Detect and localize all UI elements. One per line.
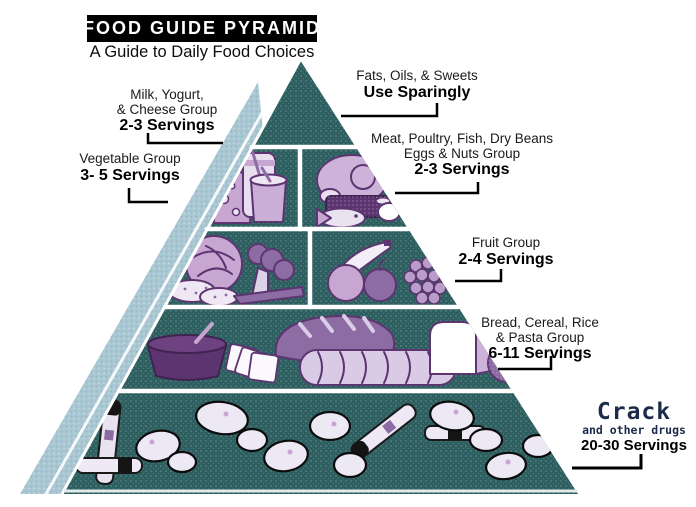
- bread-callout-line: [498, 356, 553, 371]
- carrot-icon: [233, 286, 305, 305]
- meat-group-servings: 2-3 Servings: [414, 161, 510, 178]
- crack-group-servings: 20-30 Servings: [581, 437, 687, 454]
- fruit-group-label: Fruit Group 2-4 Servings: [441, 235, 571, 269]
- crack-group-label: Crack and other drugs 20-30 Servings: [573, 400, 695, 455]
- broccoli-icon: [247, 243, 295, 299]
- fats-callout-line: [341, 103, 439, 118]
- bread-group-label: Bread, Cereal, Rice & Pasta Group 6-11 S…: [462, 315, 618, 363]
- front-left-edge-line: [60, 59, 302, 495]
- vegetable-group-label: Vegetable Group 3- 5 Servings: [55, 151, 205, 185]
- fish-icon: [316, 207, 366, 229]
- bread-group-servings: 6-11 Servings: [488, 345, 592, 362]
- pyramid-front-face: [62, 60, 578, 494]
- cereal-bowl-icon: [147, 322, 227, 381]
- poster-title-text: FOOD GUIDE PYRAMID: [83, 18, 322, 38]
- dairy-callout-line: [146, 133, 223, 145]
- dairy-group-servings: 2-3 Servings: [119, 117, 215, 134]
- fruit-group-name: Fruit Group: [471, 235, 541, 250]
- bread-group-name-line2: & Pasta Group: [495, 329, 585, 345]
- meat-group-label: Meat, Poultry, Fish, Dry Beans Eggs & Nu…: [344, 131, 580, 179]
- orange-icon: [327, 264, 365, 302]
- side-face-edge-line: [44, 75, 285, 495]
- meat-callout-line: [395, 182, 480, 195]
- fats-group-name: Fats, Oils, & Sweets: [356, 68, 478, 83]
- crackers-icon: [225, 343, 280, 384]
- crack-group-subname: and other drugs: [582, 423, 686, 437]
- section-divider-lines: [116, 144, 515, 394]
- meat-group-name-line1: Meat, Poultry, Fish, Dry Beans: [370, 131, 554, 146]
- fruit-group-servings: 2-4 Servings: [458, 250, 554, 268]
- dairy-group-label: Milk, Yogurt, & Cheese Group 2-3 Serving…: [92, 87, 242, 135]
- fats-group-label: Fats, Oils, & Sweets Use Sparingly: [332, 68, 502, 102]
- dairy-group-name-line1: Milk, Yogurt,: [130, 87, 204, 102]
- fruit-callout-line: [455, 269, 503, 283]
- dairy-group-name-line2: & Cheese Group: [116, 101, 218, 117]
- vegetable-callout-line: [127, 188, 168, 204]
- egg-icon: [377, 202, 401, 222]
- crack-rocks-icon: [135, 400, 555, 481]
- bread-group-name-line1: Bread, Cereal, Rice: [481, 315, 599, 330]
- vegetable-group-name: Vegetable Group: [79, 151, 181, 166]
- vegetable-group-servings: 3- 5 Servings: [80, 166, 180, 184]
- crack-callout-line: [572, 454, 643, 470]
- apple-icon: [363, 259, 397, 302]
- fats-group-servings: Use Sparingly: [363, 83, 471, 101]
- cup-icon: [249, 166, 288, 223]
- potato-icon: [168, 279, 239, 307]
- poster-title: FOOD GUIDE PYRAMID: [83, 15, 319, 42]
- meat-group-name-line2: Eggs & Nuts Group: [403, 145, 521, 161]
- crack-group-name: Crack: [596, 399, 672, 425]
- poster-subtitle: A Guide to Daily Food Choices: [89, 43, 315, 61]
